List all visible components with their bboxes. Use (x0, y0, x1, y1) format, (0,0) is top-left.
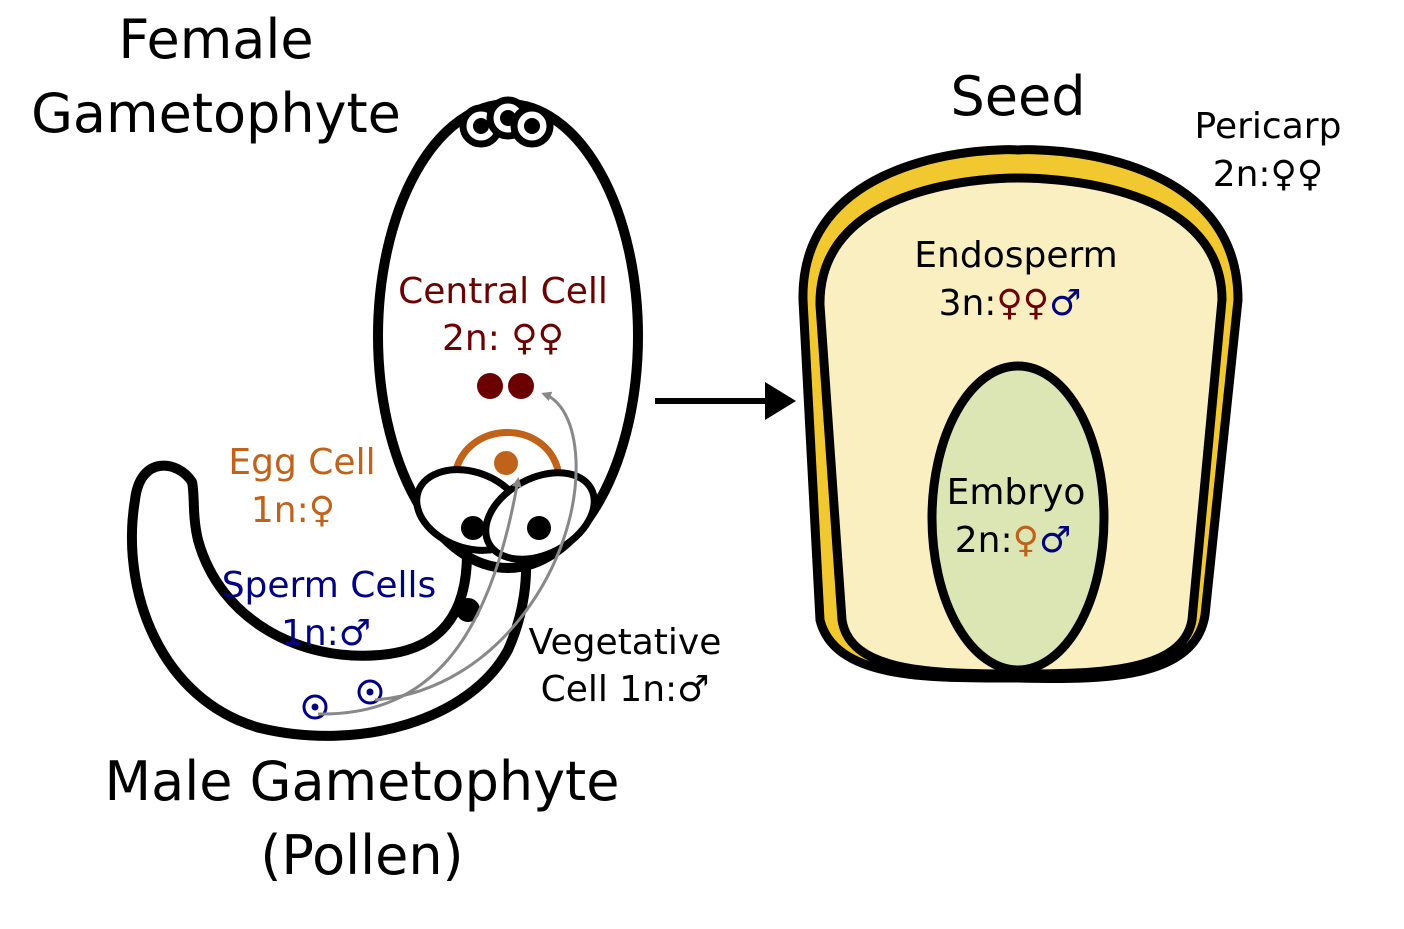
synergid-right-nucleus (527, 516, 551, 540)
sperm-cells-label: Sperm Cells (222, 565, 437, 606)
embryo-label: Embryo (947, 472, 1086, 513)
pericarp-label: Pericarp (1195, 106, 1342, 147)
development-arrow (655, 382, 796, 420)
endosperm-ploidy: 3n:♀♀♂ (939, 283, 1082, 324)
embryo-ploidy: 2n:♀♂ (955, 520, 1072, 561)
sperm-cells-ploidy: 1n:♂ (281, 613, 371, 654)
vegetative-nucleus (456, 598, 480, 622)
vegetative-cell-label-line1: Vegetative (529, 622, 722, 663)
male-title-line2: (Pollen) (260, 824, 463, 887)
sperm-path-to-egg (317, 477, 522, 716)
egg-cell-outline (452, 429, 562, 472)
endosperm-ploidy-female: ♀♀ (996, 283, 1049, 324)
embryo-ploidy-prefix: 2n: (955, 520, 1013, 561)
endosperm-ploidy-male: ♂ (1049, 283, 1081, 324)
egg-cell-ploidy: 1n:♀ (251, 490, 335, 531)
egg-cell-label: Egg Cell (228, 442, 375, 483)
egg-nucleus (494, 451, 518, 475)
pericarp-ploidy: 2n:♀♀ (1213, 154, 1324, 195)
seed-title: Seed (951, 65, 1086, 128)
embryo-ploidy-male: ♂ (1039, 520, 1071, 561)
central-cell-ploidy: 2n: ♀♀ (442, 318, 564, 359)
female-title-line2: Gametophyte (31, 82, 401, 145)
embryo (927, 361, 1109, 675)
sperm-cell-2 (357, 679, 383, 705)
vegetative-cell-label-line2: Cell 1n:♂ (541, 669, 710, 710)
antipodal-cells (459, 96, 554, 148)
synergid-right (482, 469, 598, 563)
endosperm-label: Endosperm (914, 235, 1117, 276)
pollen-grain-outline (127, 460, 531, 741)
central-cell-label: Central Cell (398, 271, 608, 312)
synergid-left-nucleus (461, 516, 485, 540)
male-title-line1: Male Gametophyte (105, 750, 620, 813)
embryo-ploidy-female: ♀ (1013, 520, 1039, 561)
polar-nuclei (477, 373, 534, 399)
sperm-path-to-central-cell (374, 391, 578, 702)
sperm-cell-1 (302, 694, 328, 720)
female-title-line1: Female (118, 8, 313, 71)
endosperm-ploidy-prefix: 3n: (939, 283, 997, 324)
